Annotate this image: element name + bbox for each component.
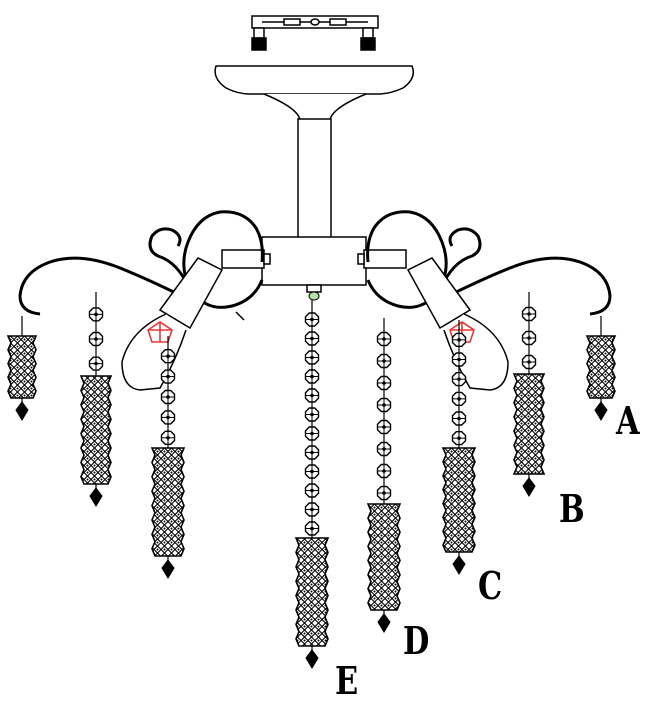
crystal-column bbox=[79, 375, 113, 485]
bulb-tip bbox=[308, 291, 320, 301]
crystal-column bbox=[585, 335, 617, 399]
crystal-column bbox=[150, 447, 186, 557]
label-a: A bbox=[616, 398, 640, 443]
pendant bbox=[452, 555, 466, 575]
pendant bbox=[89, 487, 103, 507]
candle-socket-left bbox=[121, 257, 245, 391]
label-c: C bbox=[478, 563, 503, 608]
body bbox=[221, 236, 407, 293]
pendant bbox=[161, 559, 175, 579]
pendant bbox=[377, 613, 391, 633]
pendant bbox=[594, 401, 608, 421]
crystal-column bbox=[512, 373, 546, 475]
label-d: D bbox=[403, 618, 430, 663]
label-b: B bbox=[559, 486, 585, 531]
drop-d bbox=[366, 318, 402, 633]
pendant bbox=[305, 649, 319, 669]
mounting-bracket bbox=[251, 15, 379, 51]
crystal-drops bbox=[6, 292, 617, 669]
pendant bbox=[522, 477, 536, 497]
drop-c-left bbox=[150, 336, 186, 579]
pendant bbox=[15, 401, 29, 421]
drop-a-left bbox=[6, 316, 38, 421]
drop-e bbox=[294, 300, 330, 669]
scroll-arms bbox=[18, 210, 612, 316]
clip-left bbox=[147, 321, 173, 343]
stem bbox=[297, 118, 332, 240]
drop-b-right bbox=[512, 292, 546, 497]
crystal-column bbox=[441, 447, 477, 553]
drop-c-right bbox=[441, 320, 477, 575]
drop-a-right bbox=[585, 316, 617, 421]
crystal-column bbox=[6, 335, 38, 399]
crystal-column bbox=[366, 503, 402, 611]
crystal-column bbox=[294, 537, 330, 647]
label-e: E bbox=[335, 658, 359, 703]
drop-b-left bbox=[79, 292, 113, 507]
canopy bbox=[214, 65, 415, 121]
